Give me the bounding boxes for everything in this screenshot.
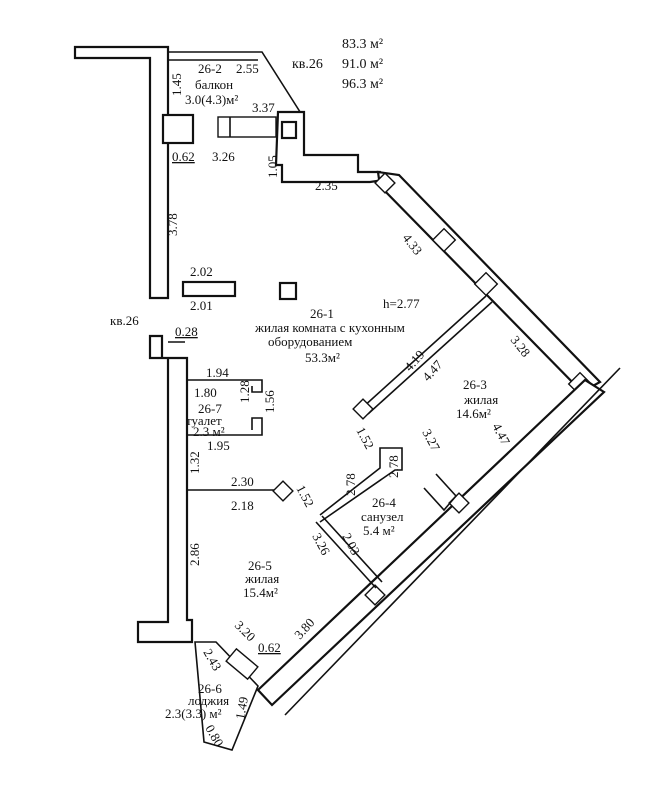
room-26-2-id: 26-2 [198,61,222,76]
dim-1-94: 1.94 [206,365,229,380]
area-total-1: 83.3 м² [342,37,383,52]
bath-partition-4 [321,515,383,583]
dim-2-18: 2.18 [231,498,254,513]
room-labels: 26-2 балкон 3.0(4.3)м² h=2.77 26-1 жилая… [110,61,498,721]
column-top-left [161,113,195,145]
area-total-3: 96.3 м² [342,77,383,92]
room-26-6-name: лоджия [188,693,229,708]
door-r5 [272,480,294,502]
room-26-4-name: санузел [361,509,404,524]
room-26-7-area: 2.3 м² [193,424,225,439]
dim-1-95: 1.95 [207,438,230,453]
loggia-outline [194,641,259,751]
apt-number-label: кв.26 [292,57,323,72]
dim-4-47-b: 4.47 [489,420,513,448]
room-26-1-id: 26-1 [310,306,334,321]
dim-2-78-b: 2.78 [386,455,401,478]
dim-1-56: 1.56 [262,390,277,413]
window-top [217,116,277,138]
dim-2-55: 2.55 [236,61,259,76]
room-26-7-name: туалет [186,413,222,428]
room-26-7-id: 26-7 [198,401,222,416]
dim-3-27: 3.27 [419,426,443,454]
room-26-1-name-1: жилая комната с кухонным [254,320,405,335]
window-diag-1 [374,172,396,194]
room-26-1-name-2: оборудованием [268,334,352,349]
dim-2-43: 2.43 [200,646,224,673]
door-r3 [352,398,374,420]
bath-partition-2 [423,473,458,512]
room-26-5-area: 15.4м² [243,585,278,600]
window-lower-2 [364,584,386,606]
wall-diagonal-lower [256,378,606,707]
dim-3-26-a: 3.26 [212,149,235,164]
room-26-5-name: жилая [244,571,279,586]
dim-1-05: 1.05 [265,155,280,178]
dim-2-03: 2.03 [339,530,363,557]
room-26-4-area: 5.4 м² [363,523,395,538]
room-26-5-id: 26-5 [248,558,272,573]
window-diag-2 [431,227,457,253]
partition-r1-r3-b [367,301,493,415]
dim-1-28: 1.28 [237,380,252,403]
dim-3-78: 3.78 [165,213,180,236]
partition-r1-r3 [361,295,487,409]
dim-0-28: 0.28 [175,324,198,339]
dim-1-52-a: 1.52 [353,424,377,451]
neighbor-apt-label: кв.26 [110,313,139,328]
column-top-right [280,120,298,140]
room-26-6-area: 2.3(3.3) м² [165,706,222,721]
column-center [278,281,298,301]
bath-partition-3 [315,521,377,589]
dim-1-80: 1.80 [194,385,217,400]
room-26-3-name: жилая [463,392,498,407]
balcony-outline [168,51,303,116]
dim-2-01: 2.01 [190,298,213,313]
dim-2-02: 2.02 [190,264,213,279]
dim-1-49: 1.49 [232,696,251,721]
dim-3-26-b: 3.26 [309,530,333,558]
dim-2-78-a: 2.78 [343,473,358,496]
loggia-door [225,647,259,681]
room-26-2-area: 3.0(4.3)м² [185,92,238,107]
header-areas: 83.3 м² кв.26 91.0 м² 96.3 м² [292,37,383,92]
window-diag-3 [473,271,499,297]
bath-partition [319,447,403,523]
wall-left-lower [136,334,194,644]
wall-outer-line [284,367,621,716]
room-26-1-area: 53.3м² [305,350,340,365]
room-height: h=2.77 [383,296,420,311]
dim-2-30: 2.30 [231,474,254,489]
dim-1-32: 1.32 [187,451,202,474]
dim-0-62-a: 0.62 [172,149,195,164]
dim-2-35: 2.35 [315,178,338,193]
toilet-partition-2 [187,417,263,436]
room-26-2-name: балкон [195,77,233,92]
dim-4-33: 4.33 [400,231,426,258]
dim-1-52-b: 1.52 [293,482,317,509]
room-26-4-id: 26-4 [372,495,396,510]
kitchen-counter [181,280,237,298]
room-26-3-id: 26-3 [463,377,487,392]
area-total-2: 91.0 м² [342,57,383,72]
room-26-3-area: 14.6м² [456,406,491,421]
toilet-partition [187,379,263,393]
dim-0-62-b: 0.62 [258,640,281,655]
walls [73,45,621,751]
room-26-6-id: 26-6 [198,681,222,696]
wall-top-left [73,45,170,300]
dim-3-37: 3.37 [252,100,275,115]
dim-2-86: 2.86 [187,543,202,566]
dim-1-45: 1.45 [169,73,184,96]
dim-3-20: 3.20 [232,618,259,645]
dim-0-80: 0.80 [202,722,226,749]
